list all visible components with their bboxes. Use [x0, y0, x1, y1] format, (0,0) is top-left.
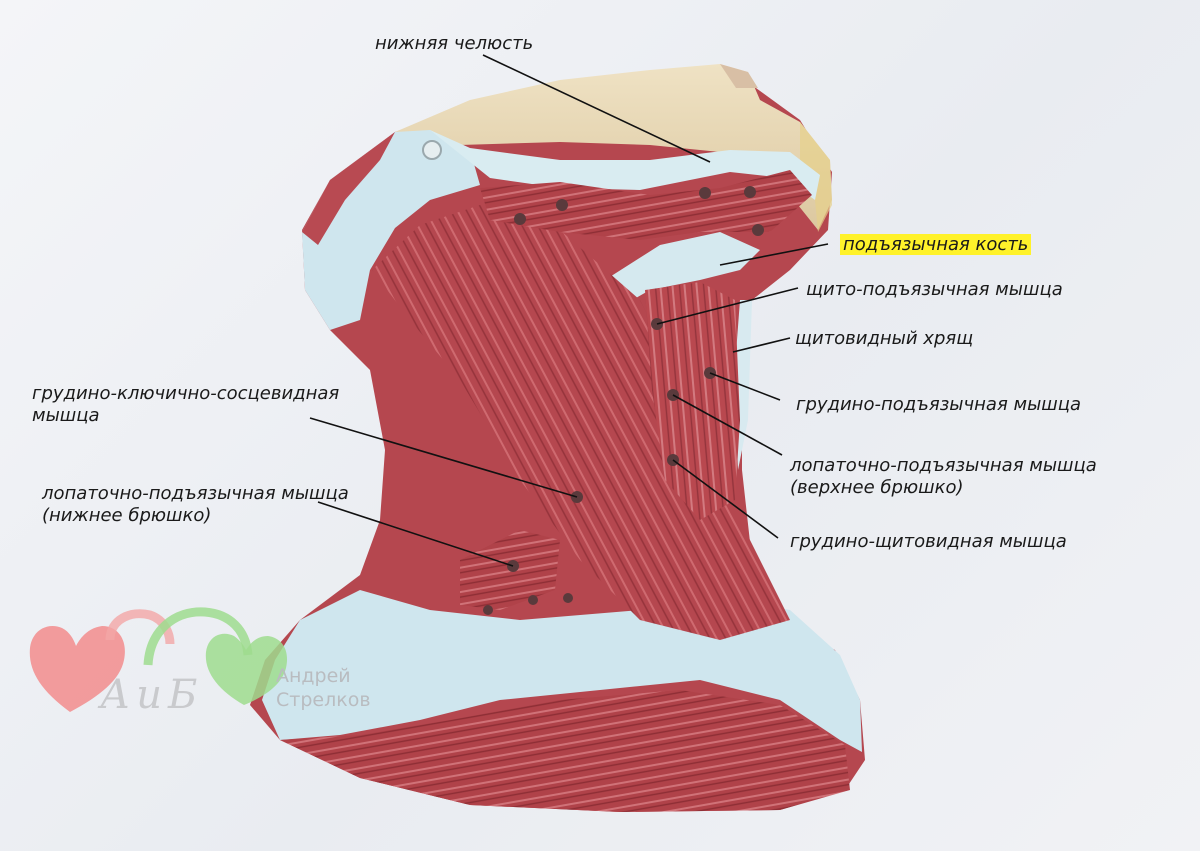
label-sternocleidomastoid-1: грудино-ключично-сосцевидная — [32, 383, 340, 404]
label-hyoid-bone-text: подъязычная кость — [840, 234, 1032, 255]
arc-green-icon — [143, 607, 253, 666]
label-sternohyoid: грудино-подъязычная мышца — [796, 394, 1082, 415]
label-omohyoid-inferior-1: лопаточно-подъязычная мышца — [42, 483, 349, 504]
leader-lines — [309, 54, 829, 567]
label-mandible: нижняя челюсть — [375, 33, 534, 54]
label-sternothyroid: грудино-щитовидная мышца — [790, 531, 1067, 552]
label-omohyoid-superior-1: лопаточно-подъязычная мышца — [790, 455, 1097, 476]
logo-watermark — [29, 607, 288, 712]
label-omohyoid-inferior-2: (нижнее брюшко) — [42, 505, 212, 526]
logo-name-line2: Стрелков — [276, 689, 371, 711]
heart-red-icon — [29, 626, 125, 712]
heart-pink-icon — [105, 609, 175, 645]
label-omohyoid-superior-2: (верхнее брюшко) — [790, 477, 964, 498]
heart-green-icon — [205, 633, 288, 705]
label-hyoid-bone: подъязычная кость — [840, 234, 1032, 255]
logo-letters: АиБ — [100, 672, 204, 718]
label-thyrohyoid: щито-подъязычная мышца — [806, 279, 1063, 300]
label-sternocleidomastoid-2: мышца — [32, 405, 100, 426]
label-thyroid-cartilage: щитовидный хрящ — [795, 328, 974, 349]
logo-name-line1: Андрей — [276, 665, 351, 687]
